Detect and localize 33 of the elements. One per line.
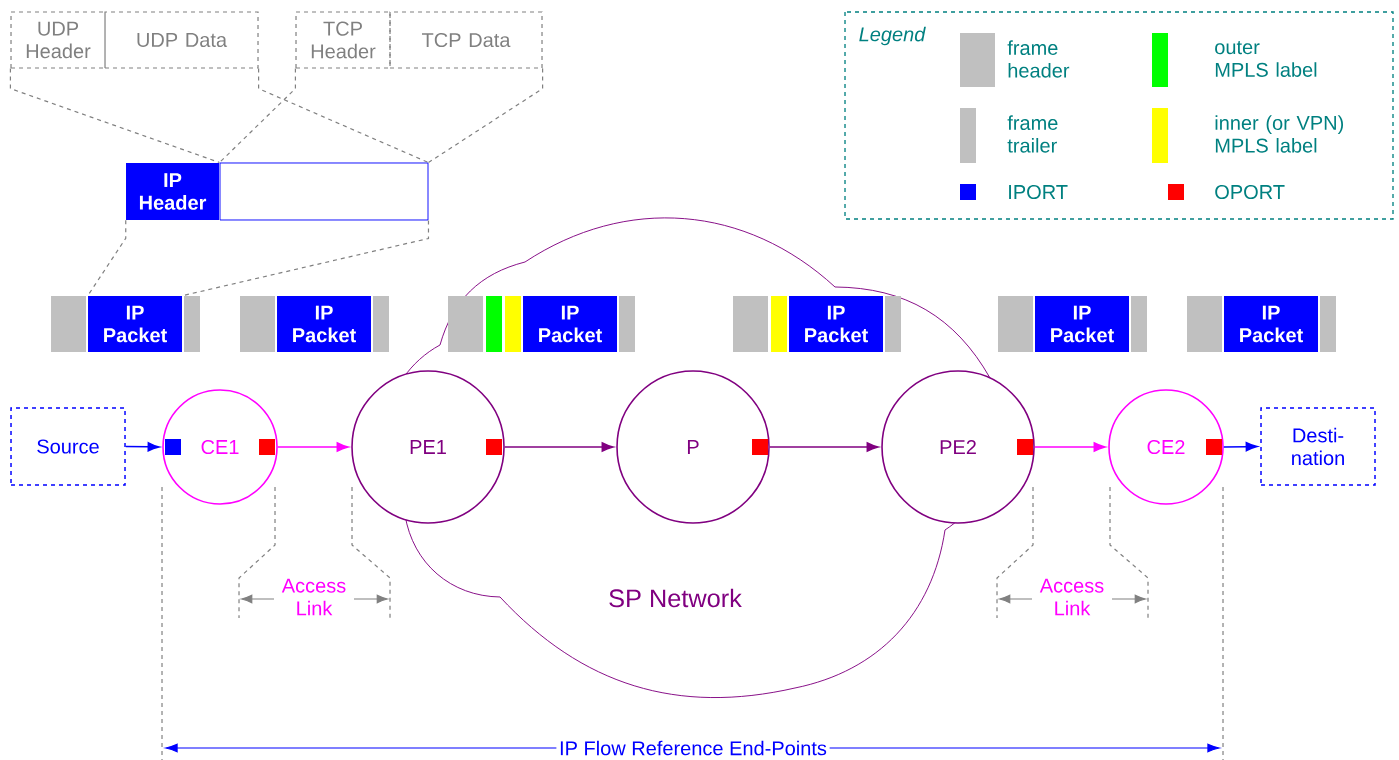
packet-box: IP Packet xyxy=(1035,296,1129,352)
arrow xyxy=(1034,442,1106,452)
field-box: TCP Header xyxy=(295,11,391,69)
legend-text: IPORT xyxy=(1009,184,1068,200)
zoom-line xyxy=(9,68,221,164)
legend-text: frame trailer xyxy=(1007,115,1058,153)
zoom-line xyxy=(181,219,430,297)
dimension-label: Access Link xyxy=(1032,577,1112,617)
endpoint-box: Source xyxy=(10,407,126,486)
packet-box: IP Packet xyxy=(1224,296,1318,352)
dimension-label: Access Link xyxy=(274,577,354,617)
legend-text: inner (or VPN) MPLS label xyxy=(1215,115,1344,153)
arrow xyxy=(1223,441,1258,452)
legend-title: Legend xyxy=(859,26,926,46)
legend-text: outer MPLS label xyxy=(1215,41,1317,77)
payload-box xyxy=(219,162,429,221)
field-box: UDP Data xyxy=(104,11,259,69)
zoom-line xyxy=(258,68,430,164)
field-box: TCP Data xyxy=(389,11,543,69)
legend-text: frame header xyxy=(1007,40,1070,78)
arrow xyxy=(504,442,614,452)
dimension-label: IP Flow Reference End-Points xyxy=(556,738,830,758)
legend-text: OPORT xyxy=(1215,184,1285,200)
zoom-line xyxy=(427,68,544,164)
arrow xyxy=(277,442,349,452)
field-box: UDP Header xyxy=(10,11,106,69)
zoom-line xyxy=(87,219,127,297)
packet-box: IP Packet xyxy=(88,296,182,352)
packet-box: IP Packet xyxy=(277,296,371,352)
endpoint-box: Desti- nation xyxy=(1260,407,1376,486)
ip-header-box: IP Header xyxy=(126,163,219,220)
arrow xyxy=(769,442,879,452)
arrow xyxy=(124,442,160,452)
